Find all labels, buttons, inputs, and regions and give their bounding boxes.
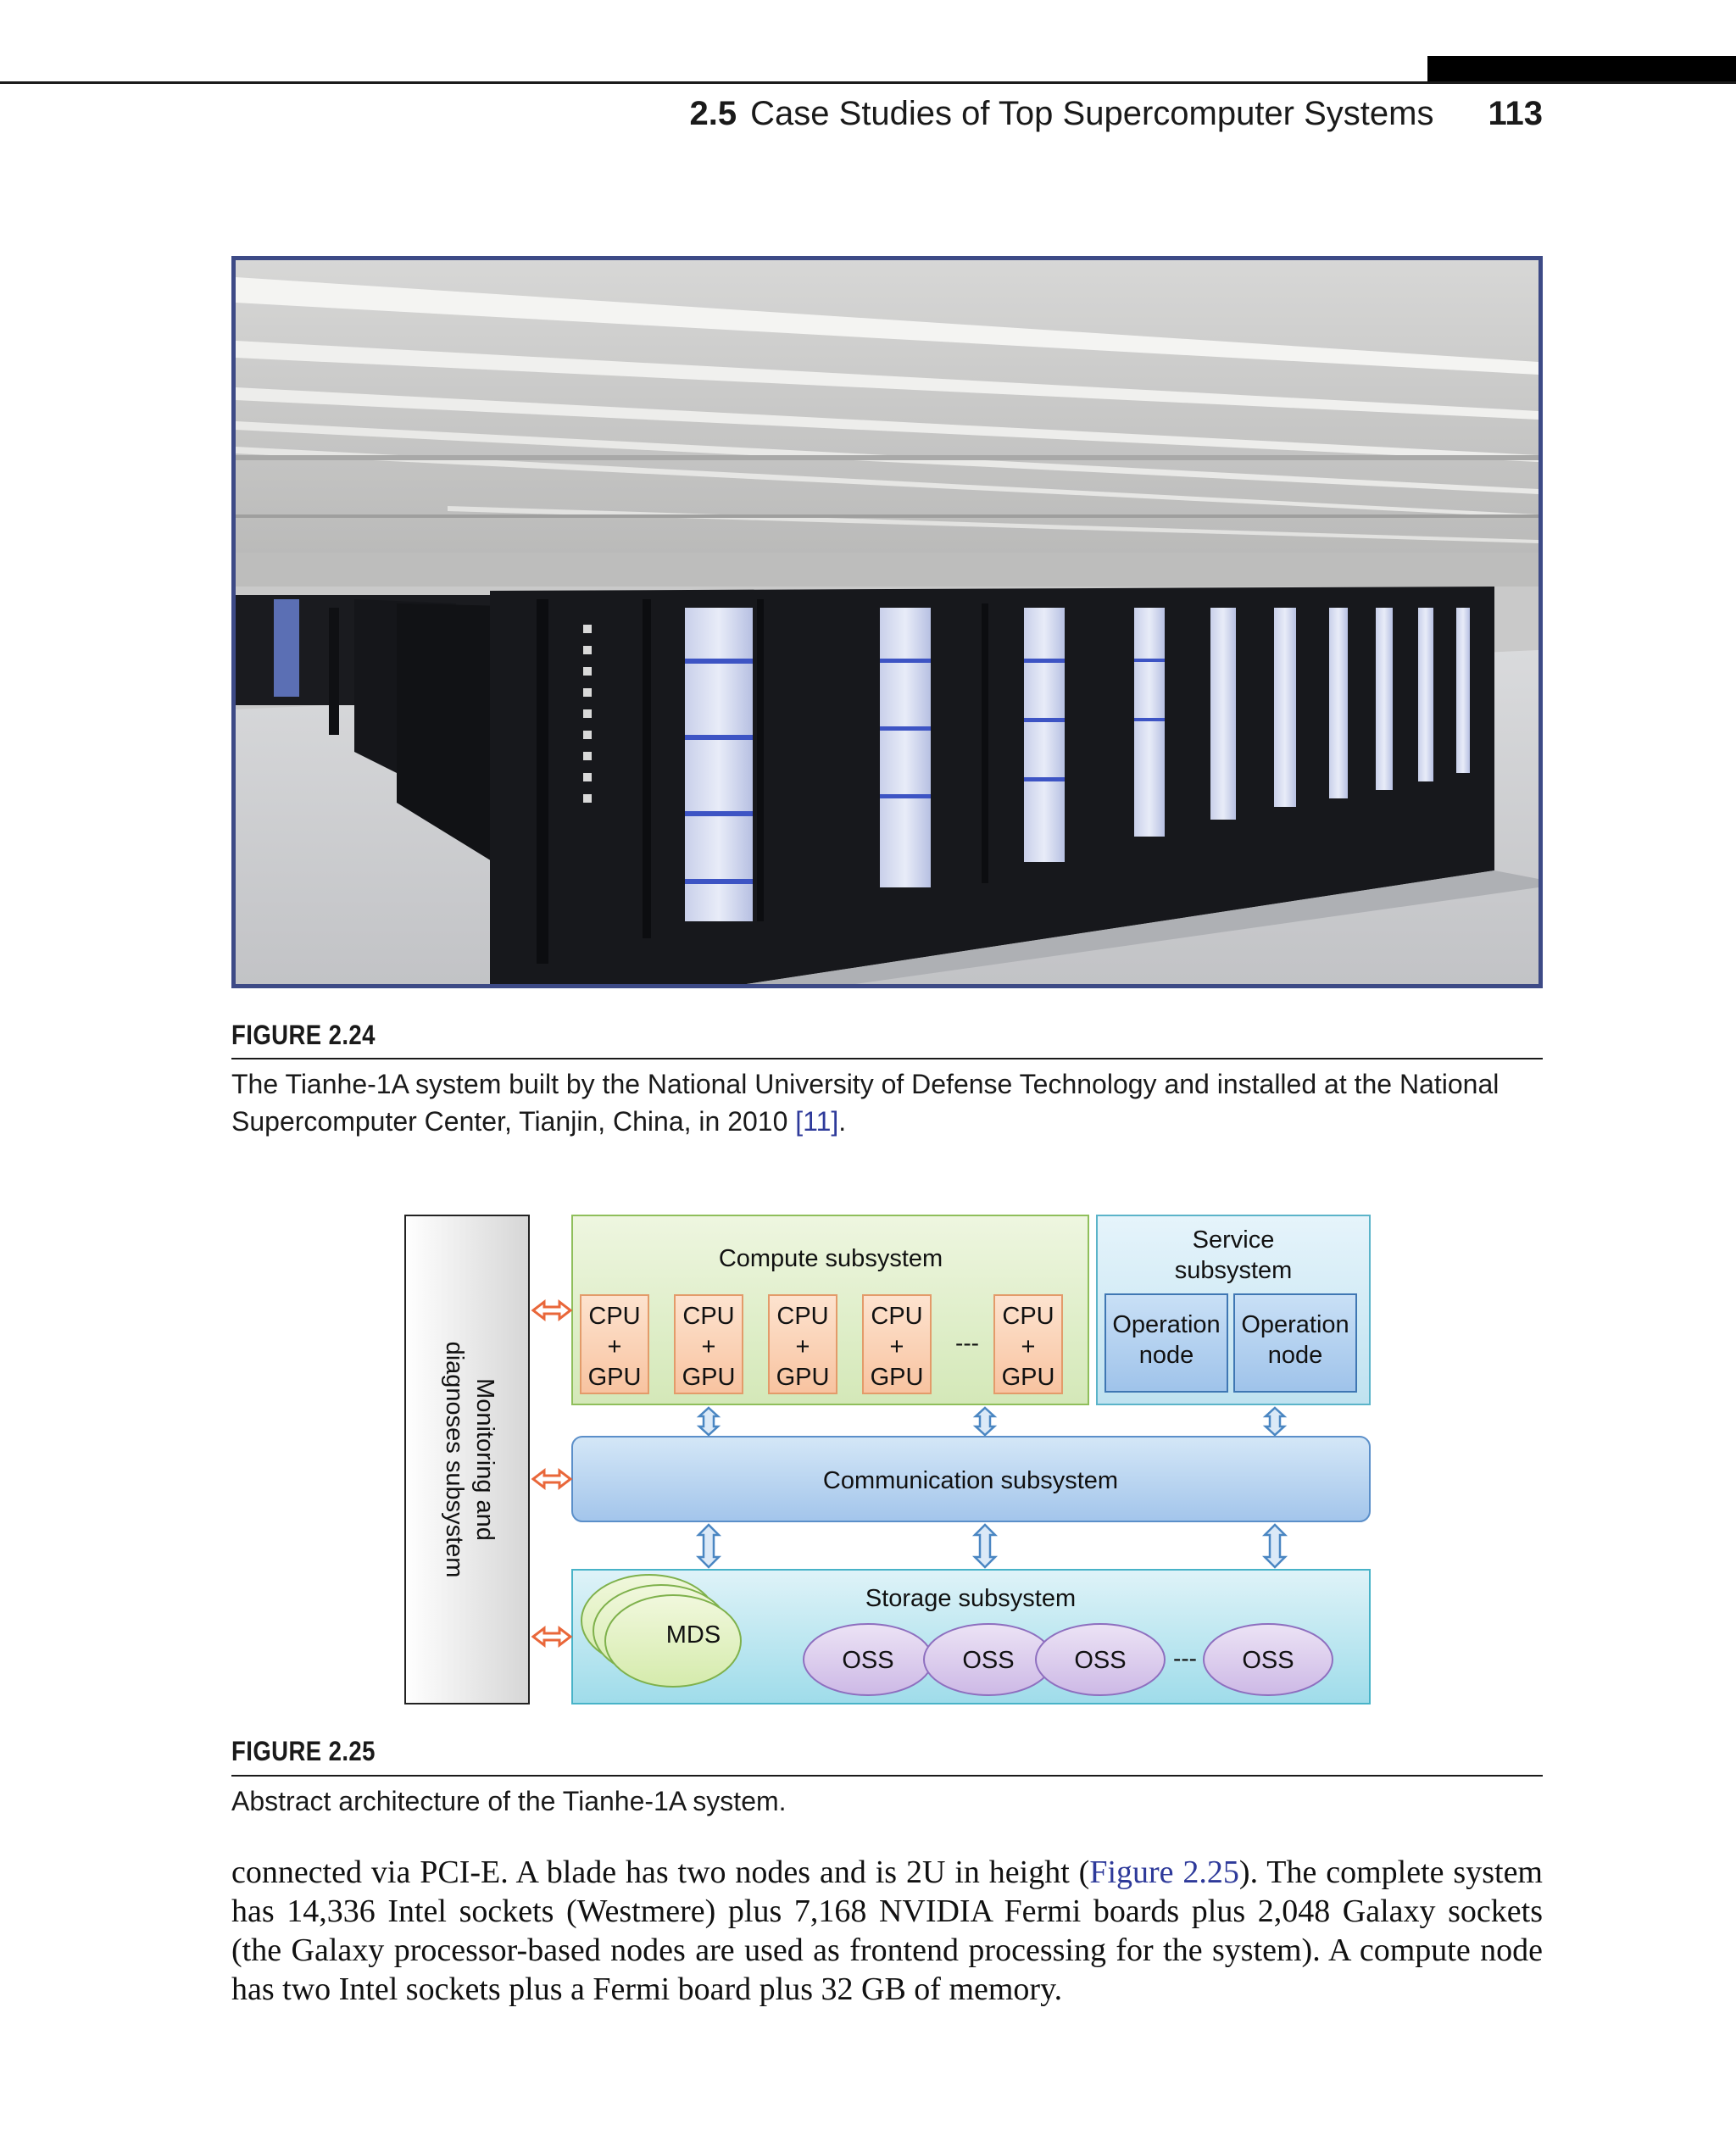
vertical-double-arrow-icon [972,1406,998,1437]
plus-label: + [890,1333,904,1360]
cpu-gpu-node: CPU + GPU [993,1294,1063,1394]
vertical-double-arrow-icon [696,1406,721,1437]
plus-label: + [608,1333,622,1360]
figure-2-25-rule [231,1775,1543,1777]
body-text-before: connected via PCI-E. A blade has two nod… [231,1855,1090,1890]
oss-label: OSS [1242,1647,1294,1674]
cpu-label: CPU [588,1303,640,1330]
plus-label: + [1021,1333,1036,1360]
gpu-label: GPU [682,1364,736,1391]
double-arrow-icon [531,1625,573,1649]
operation-node-line1: Operation [1112,1311,1220,1338]
vertical-double-arrow-icon [1262,1406,1288,1437]
mds-stack: MDS [581,1574,742,1688]
supercomputer-room-illustration [236,260,1538,984]
section-title: Case Studies of Top Supercomputer System… [750,95,1434,132]
operation-node-line1: Operation [1241,1311,1349,1338]
oss-label: OSS [962,1647,1014,1674]
monitoring-arrows [531,1299,573,1649]
gpu-label: GPU [776,1364,830,1391]
running-head: 2.5 Case Studies of Top Supercomputer Sy… [690,95,1543,142]
monitoring-label-line2: diagnoses subsystem [441,1342,468,1578]
figure-2-24-rule [231,1058,1543,1059]
operation-node-line2: node [1139,1342,1194,1369]
gpu-label: GPU [588,1364,642,1391]
oss-label: OSS [1074,1647,1126,1674]
oss-node [1035,1623,1166,1696]
storage-ellipsis: --- [1173,1645,1197,1671]
compute-subsystem-title: Compute subsystem [719,1245,943,1272]
section-number: 2.5 [689,95,737,132]
header-rule [0,81,1736,84]
body-paragraph: connected via PCI-E. A blade has two nod… [231,1853,1543,2009]
cpu-label: CPU [871,1303,922,1330]
page-number: 113 [1488,95,1543,132]
operation-node-line2: node [1268,1342,1323,1369]
communication-subsystem-title: Communication subsystem [823,1467,1118,1494]
header-tab-bar [1427,56,1736,83]
operation-node: Operation node [1104,1293,1228,1393]
figure-2-25-caption: Abstract architecture of the Tianhe-1A s… [231,1786,787,1816]
vertical-double-arrow-icon [971,1523,999,1569]
compute-ellipsis: --- [955,1330,979,1356]
figure-2-24-label: FIGURE 2.24 [231,1020,376,1050]
oss-label: OSS [842,1647,893,1674]
gpu-label: GPU [871,1364,924,1391]
double-arrow-icon [531,1467,573,1491]
cpu-gpu-node: CPU + GPU [580,1294,649,1394]
storage-subsystem-title: Storage subsystem [865,1585,1076,1612]
service-title-line1: Service [1193,1226,1275,1254]
body-text-after: ). The complete system has 14,336 Intel … [231,1855,1543,2007]
architecture-diagram-svg: Monitoring and diagnoses subsystem Compu… [404,1215,1371,1704]
double-arrow-icon [531,1299,573,1322]
oss-nodes: OSS OSS OSS --- OSS [803,1623,1333,1696]
cpu-gpu-node: CPU + GPU [674,1294,743,1394]
communication-arrows [695,1406,1288,1569]
caption-text: The Tianhe-1A system built by the Nation… [231,1069,1500,1137]
cpu-label: CPU [1002,1303,1054,1330]
operation-node: Operation node [1233,1293,1357,1393]
figure-2-25-label: FIGURE 2.25 [231,1736,376,1766]
figure-2-24-caption: The Tianhe-1A system built by the Nation… [231,1065,1543,1140]
service-title-line2: subsystem [1175,1257,1293,1284]
plus-label: + [702,1333,716,1360]
tianhe-1a-photo [231,256,1543,988]
cpu-gpu-node: CPU + GPU [768,1294,837,1394]
vertical-double-arrow-icon [1261,1523,1288,1569]
vertical-double-arrow-icon [695,1523,722,1569]
figure-xref-link[interactable]: Figure 2.25 [1089,1855,1239,1890]
plus-label: + [796,1333,810,1360]
architecture-diagram: Monitoring and diagnoses subsystem Compu… [403,1214,1373,1705]
cpu-gpu-nodes: CPU + GPU CPU + GPU CPU + GPU CPU + GPU [580,1294,1063,1394]
cpu-gpu-node: CPU + GPU [862,1294,932,1394]
cpu-label: CPU [682,1303,734,1330]
mds-label: MDS [666,1621,721,1649]
oss-node [1203,1623,1333,1696]
caption-end: . [838,1106,847,1137]
cpu-label: CPU [776,1303,828,1330]
monitoring-subsystem-box [404,1215,530,1704]
gpu-label: GPU [1002,1364,1055,1391]
monitoring-label-line1: Monitoring and [471,1378,498,1541]
citation-link[interactable]: [11] [795,1106,839,1137]
